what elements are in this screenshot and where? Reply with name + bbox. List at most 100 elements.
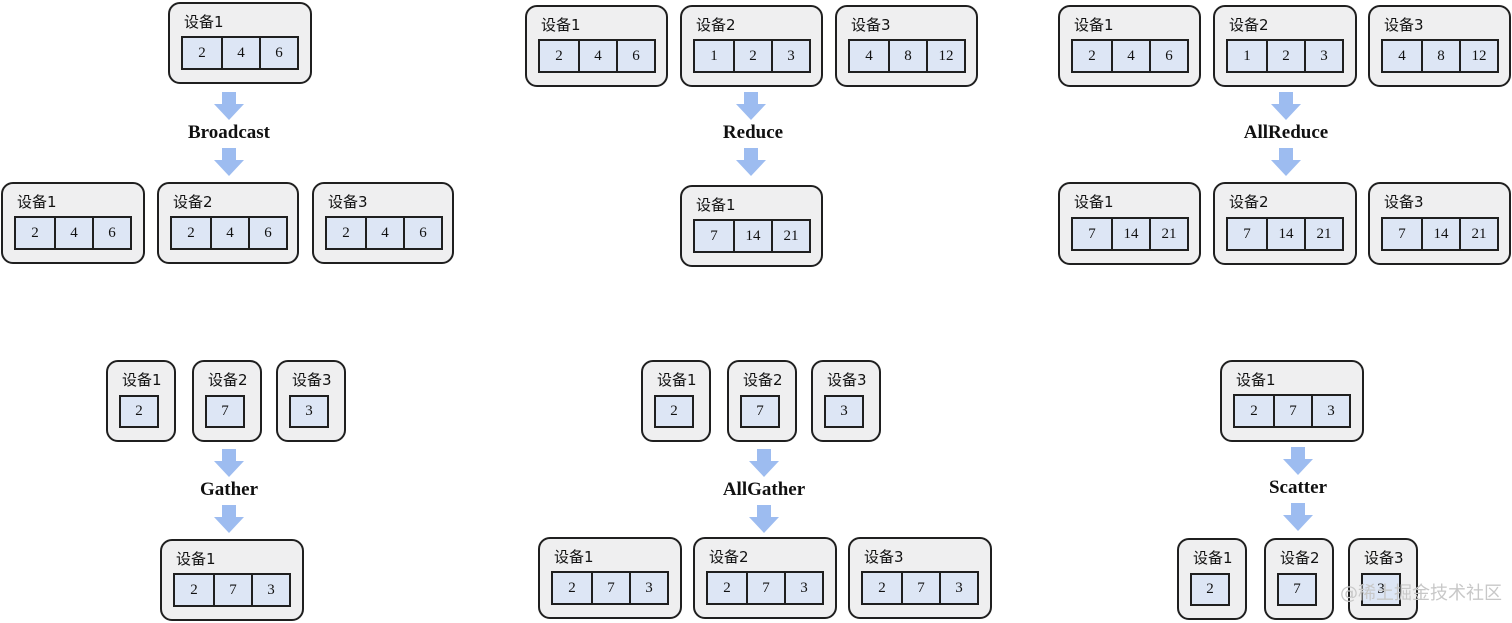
tensor-cell: 7	[1398, 225, 1406, 242]
device-label: 设备2	[743, 371, 783, 389]
tensor-cell: 7	[213, 575, 251, 605]
tensor-cell: 6	[403, 218, 441, 248]
tensor-cell: 2	[1250, 402, 1258, 419]
device-label: 设备1	[554, 548, 594, 566]
tensor-cell: 2	[1266, 41, 1304, 71]
tensor-cell: 2	[31, 224, 39, 241]
tensor-cell: 2	[187, 224, 195, 241]
tensor-cell: 7	[221, 403, 229, 419]
tensor-cells: 2	[119, 395, 159, 428]
device-label: 设备2	[173, 193, 213, 211]
tensor-cell: 2	[198, 44, 206, 61]
device-label: 设备2	[696, 16, 736, 34]
tensor-cell: 4	[221, 38, 259, 68]
down-arrow-icon	[749, 449, 779, 477]
device-label: 设备2	[1229, 193, 1269, 211]
tensor-cell: 7	[901, 573, 939, 603]
down-arrow-icon	[214, 92, 244, 120]
tensor-cell: 7	[746, 573, 784, 603]
tensor-cell: 2	[342, 224, 350, 241]
down-arrow-icon	[1283, 447, 1313, 475]
tensor-cell: 3	[1377, 581, 1385, 597]
device-label: 设备1	[1236, 371, 1276, 389]
device-label: 设备3	[328, 193, 368, 211]
tensor-cell: 14	[1266, 219, 1304, 249]
tensor-cell: 3	[939, 573, 977, 603]
device-label: 设备3	[851, 16, 891, 34]
tensor-cell: 14	[1111, 219, 1149, 249]
tensor-cell: 3	[1311, 396, 1349, 426]
tensor-cell: 7	[1088, 225, 1096, 242]
tensor-cell: 4	[54, 218, 92, 248]
device-label: 设备3	[1384, 193, 1424, 211]
op-label-reduce: Reduce	[722, 122, 784, 143]
down-arrow-icon	[1271, 148, 1301, 176]
tensor-cell: 4	[1398, 47, 1406, 64]
device-box: 设备2 7	[192, 360, 262, 442]
device-label: 设备1	[17, 193, 57, 211]
down-arrow-icon	[1271, 92, 1301, 120]
tensor-cell: 8	[888, 41, 926, 71]
tensor-cell: 7	[1273, 396, 1311, 426]
tensor-cell: 14	[733, 221, 771, 251]
device-label: 设备2	[709, 548, 749, 566]
op-label-broadcast: Broadcast	[188, 122, 270, 143]
op-label-allgather: AllGather	[722, 479, 806, 500]
tensor-cell: 4	[210, 218, 248, 248]
tensor-cell: 4	[865, 47, 873, 64]
down-arrow-icon	[749, 505, 779, 533]
tensor-cell: 6	[248, 218, 286, 248]
device-box: 设备1 2	[641, 360, 711, 442]
tensor-cell: 12	[926, 41, 964, 71]
tensor-cell: 7	[710, 227, 718, 244]
tensor-cell: 7	[1243, 225, 1251, 242]
device-label: 设备1	[541, 16, 581, 34]
tensor-cell: 4	[1111, 41, 1149, 71]
tensor-cell: 14	[1421, 219, 1459, 249]
device-label: 设备1	[696, 196, 736, 214]
tensor-cell: 1	[710, 47, 718, 64]
down-arrow-icon	[736, 148, 766, 176]
device-label: 设备2	[208, 371, 248, 389]
device-label: 设备3	[292, 371, 332, 389]
tensor-cells: 2	[654, 395, 694, 428]
tensor-cell: 6	[1149, 41, 1187, 71]
tensor-cell: 6	[92, 218, 130, 248]
tensor-cell: 6	[259, 38, 297, 68]
down-arrow-icon	[1283, 503, 1313, 531]
op-label-scatter: Scatter	[1268, 477, 1328, 498]
tensor-cell: 2	[135, 403, 143, 419]
tensor-cell: 3	[840, 403, 848, 419]
device-label: 设备1	[657, 371, 697, 389]
tensor-cells: 7	[205, 395, 245, 428]
device-label: 设备3	[827, 371, 867, 389]
tensor-cell: 2	[878, 579, 886, 596]
tensor-cell: 4	[578, 41, 616, 71]
device-label: 设备3	[1384, 16, 1424, 34]
tensor-cell: 2	[670, 403, 678, 419]
